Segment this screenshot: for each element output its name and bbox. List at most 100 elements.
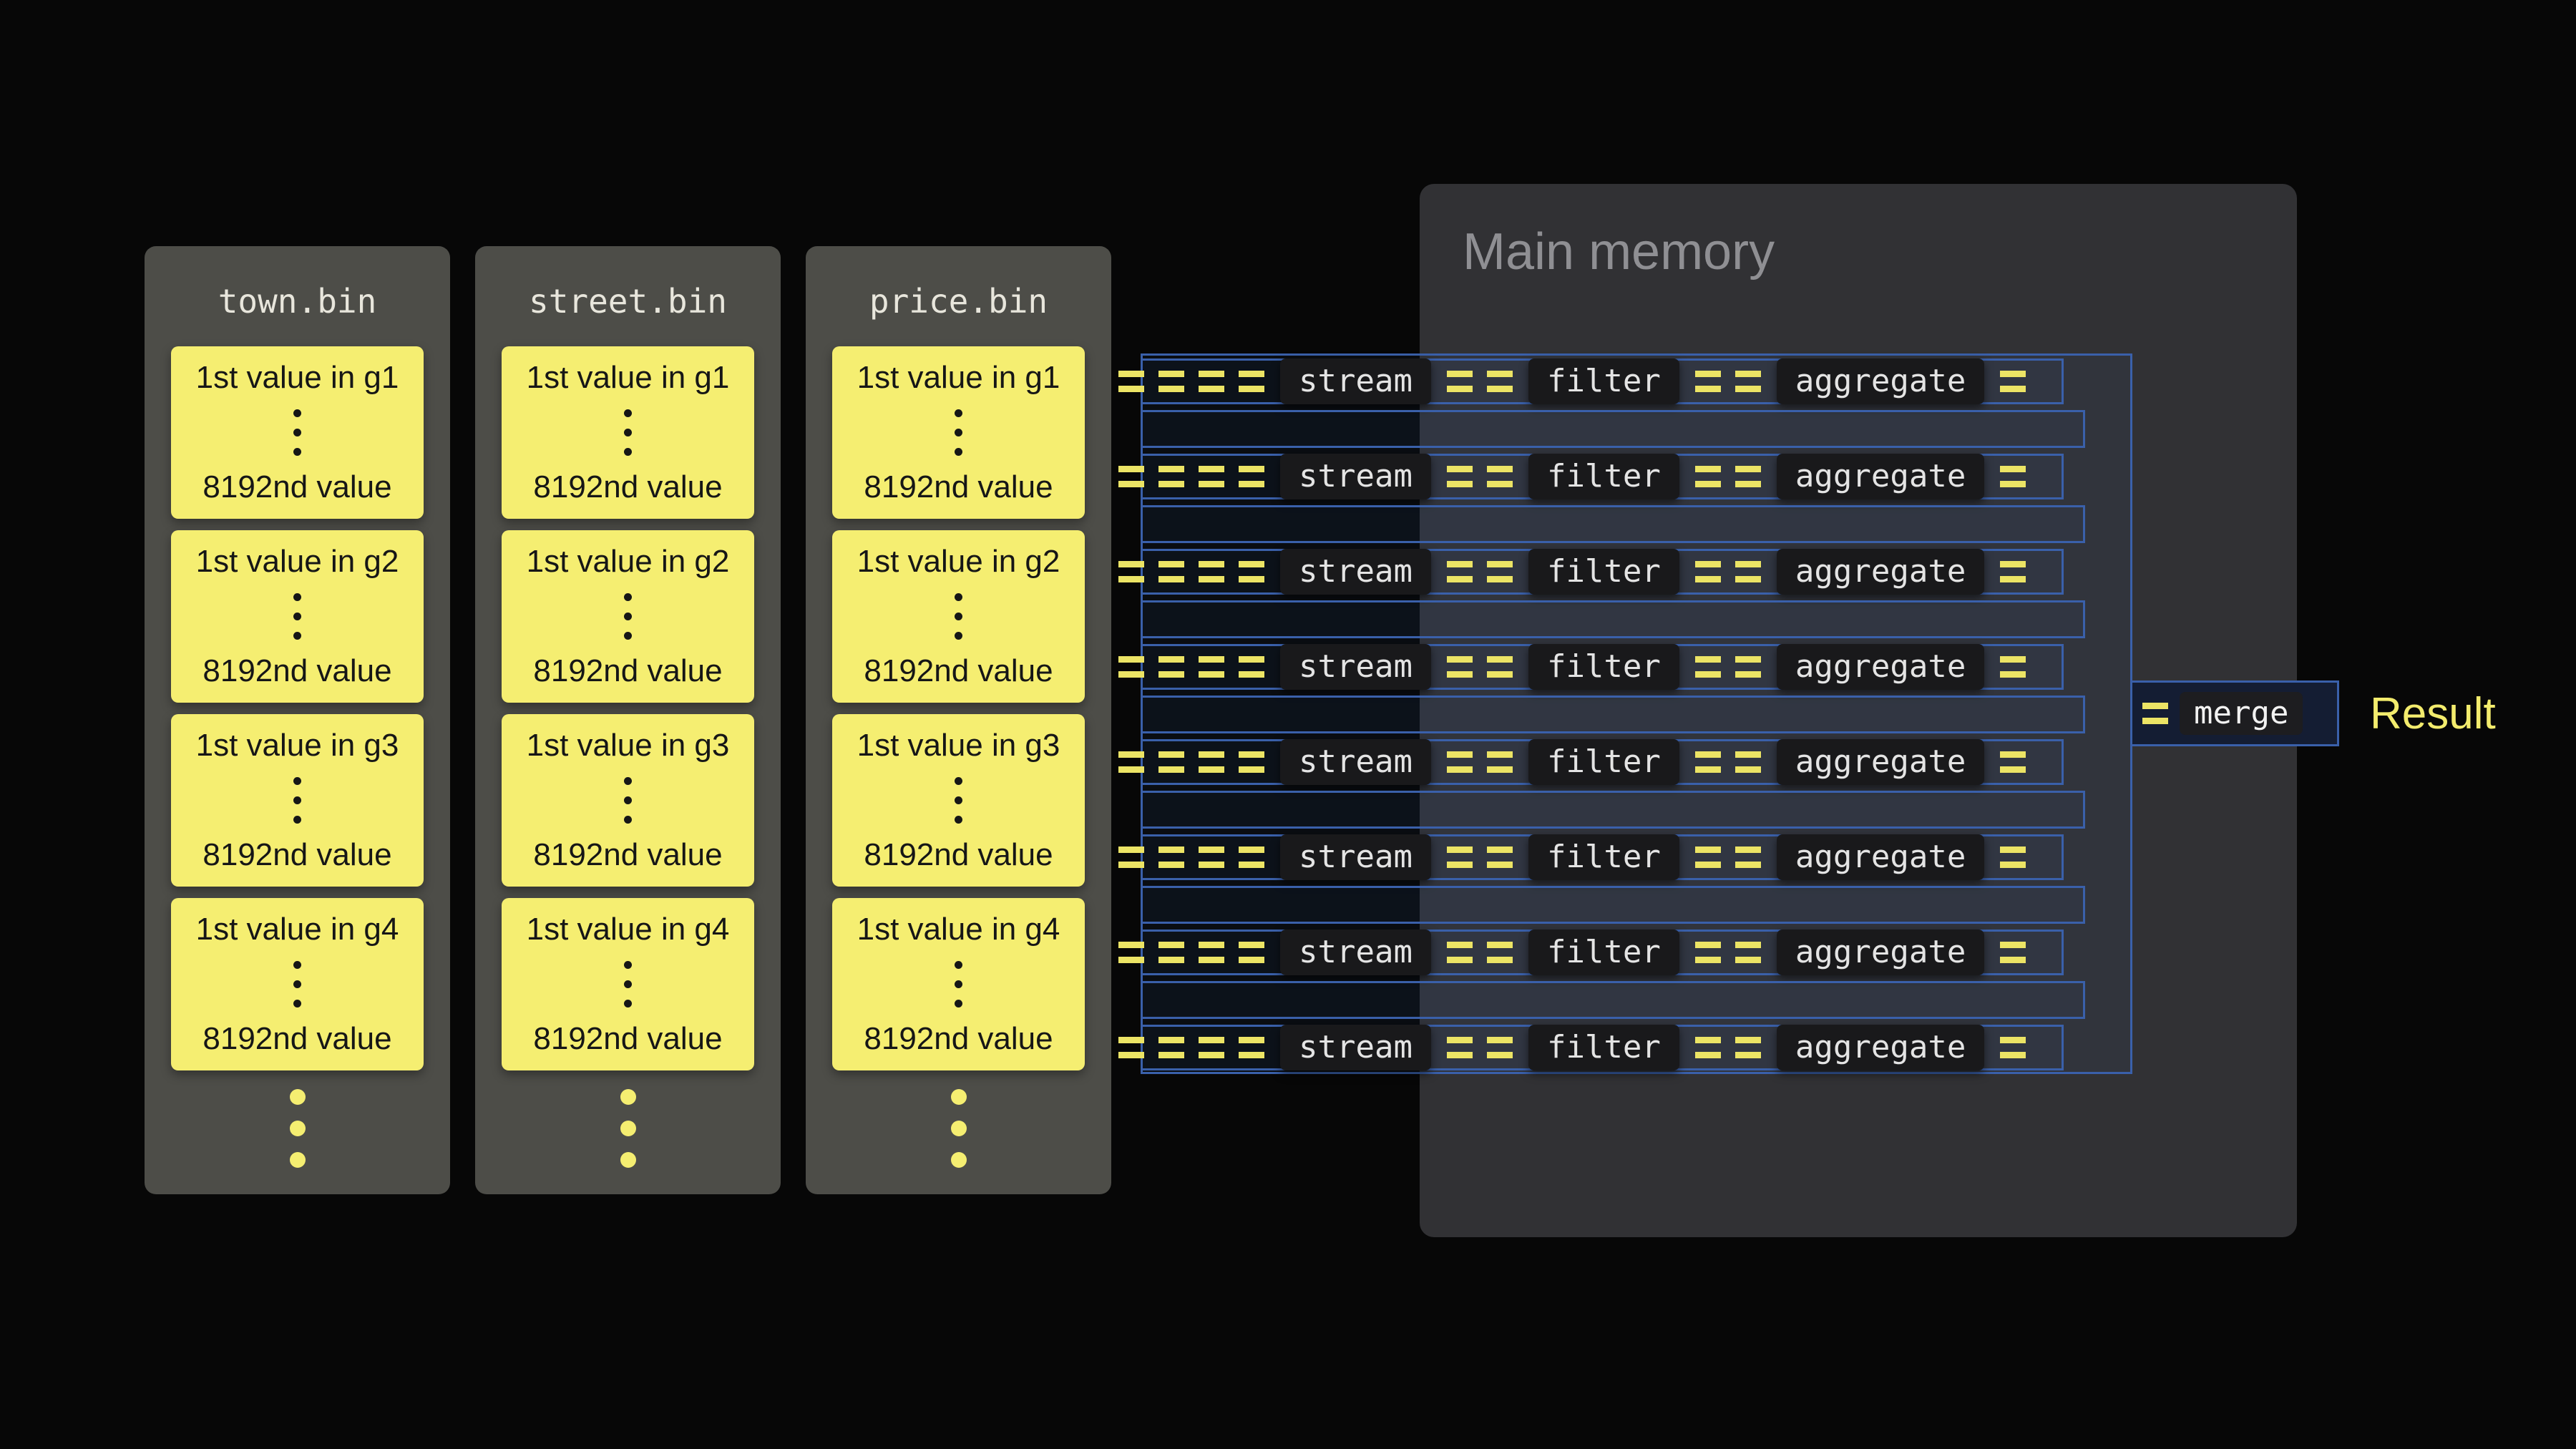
equals-dash-group [1118,656,1264,678]
granule-last-value: 8192nd value [533,837,723,872]
filter-operator: filter [1528,834,1679,880]
aggregate-operator: aggregate [1776,454,1985,499]
granule-last-value: 8192nd value [533,1021,723,1056]
ellipsis-vertical-icon [293,593,301,640]
equals-dash-group [1118,942,1264,963]
granule-block-g3: 1st value in g3 8192nd value [171,714,424,887]
pipeline-connector-lane [1141,981,2085,1019]
equals-dash-icon [1158,1037,1184,1058]
equals-dash-group [2000,751,2026,773]
granule-last-value: 8192nd value [864,653,1053,688]
aggregate-operator: aggregate [1776,644,1985,690]
equals-dash-icon [1158,466,1184,487]
equals-dash-icon [1158,561,1184,582]
equals-dash-icon [2000,371,2026,392]
equals-dash-icon [1199,561,1224,582]
granule-last-value: 8192nd value [203,653,392,688]
granule-blocks: 1st value in g1 8192nd value 1st value i… [832,346,1085,1070]
equals-dash-icon [1446,656,1473,678]
pipeline-connector-lane [1141,505,2085,543]
equals-dash-icon [1118,942,1144,963]
equals-dash-icon [1486,656,1513,678]
granule-first-value: 1st value in g2 [857,544,1060,579]
equals-dash-group [1694,561,1761,582]
granule-block-g1: 1st value in g1 8192nd value [171,346,424,519]
ellipsis-vertical-icon [624,961,632,1008]
equals-dash-icon [1118,371,1144,392]
pipeline-lane: stream filter aggregate [1118,739,2064,785]
equals-dash-icon [1486,942,1513,963]
equals-dash-group [1446,751,1513,773]
file-column: town.bin 1st value in g1 8192nd value 1s… [145,246,450,1194]
filter-operator: filter [1528,549,1679,595]
file-column: street.bin 1st value in g1 8192nd value … [475,246,781,1194]
equals-dash-icon [2000,942,2026,963]
stream-operator: stream [1280,549,1431,595]
granule-last-value: 8192nd value [533,653,723,688]
more-granules-ellipsis-icon [289,1089,306,1168]
equals-dash-icon [1735,1037,1761,1058]
granule-block-g3: 1st value in g3 8192nd value [502,714,754,887]
pipeline-lane: stream filter aggregate [1118,930,2064,975]
ellipsis-vertical-icon [293,961,301,1008]
equals-dash-group [1446,561,1513,582]
equals-dash-icon [1694,656,1721,678]
equals-dash-group [1694,847,1761,868]
pipeline-connector-lane [1141,791,2085,829]
ellipsis-vertical-icon [624,409,632,456]
equals-dash-group [1446,371,1513,392]
pipeline-region: stream filter aggregate [1118,353,2132,1074]
file-name: street.bin [529,282,727,321]
pipeline-lane: stream filter aggregate [1118,454,2064,499]
stream-operator: stream [1280,834,1431,880]
granule-first-value: 1st value in g4 [857,912,1060,947]
equals-dash-icon [1735,847,1761,868]
equals-dash-group [2000,656,2026,678]
ellipsis-vertical-icon [624,777,632,824]
equals-dash-icon [1199,1037,1224,1058]
equals-dash-icon [1239,466,1264,487]
equals-dash-icon [1239,561,1264,582]
equals-dash-icon [1486,751,1513,773]
equals-dash-icon [2000,656,2026,678]
more-granules-ellipsis-icon [620,1089,636,1168]
filter-operator: filter [1528,454,1679,499]
aggregate-operator: aggregate [1776,1025,1985,1070]
equals-dash-group [1118,751,1264,773]
aggregate-operator: aggregate [1776,930,1985,975]
equals-dash-group [2000,1037,2026,1058]
filter-operator: filter [1528,1025,1679,1070]
equals-dash-icon [1239,1037,1264,1058]
granule-last-value: 8192nd value [203,469,392,504]
ellipsis-vertical-icon [293,777,301,824]
granule-first-value: 1st value in g2 [195,544,399,579]
equals-dash-icon [2000,751,2026,773]
equals-dash-icon [1735,656,1761,678]
equals-dash-icon [1446,942,1473,963]
equals-dash-icon [1694,1037,1721,1058]
filter-operator: filter [1528,739,1679,785]
merge-node: merge [2130,680,2339,746]
stream-operator: stream [1280,1025,1431,1070]
equals-dash-icon [1735,751,1761,773]
equals-dash-group [1118,1037,1264,1058]
granule-block-g4: 1st value in g4 8192nd value [502,898,754,1070]
equals-dash-icon [1199,751,1224,773]
equals-dash-icon [2000,1037,2026,1058]
equals-dash-group [2000,847,2026,868]
equals-dash-icon [1446,751,1473,773]
equals-dash-icon [1694,561,1721,582]
granule-last-value: 8192nd value [864,837,1053,872]
equals-dash-icon [1158,371,1184,392]
more-granules-ellipsis-icon [950,1089,967,1168]
pipeline-rows: stream filter aggregate [1118,358,2085,1070]
equals-dash-group [1694,1037,1761,1058]
equals-dash-icon [1486,371,1513,392]
granule-first-value: 1st value in g1 [526,360,730,395]
granule-block-g1: 1st value in g1 8192nd value [832,346,1085,519]
equals-dash-icon [1694,847,1721,868]
granule-last-value: 8192nd value [203,1021,392,1056]
granule-block-g4: 1st value in g4 8192nd value [171,898,424,1070]
equals-dash-icon [1199,942,1224,963]
stream-operator: stream [1280,930,1431,975]
